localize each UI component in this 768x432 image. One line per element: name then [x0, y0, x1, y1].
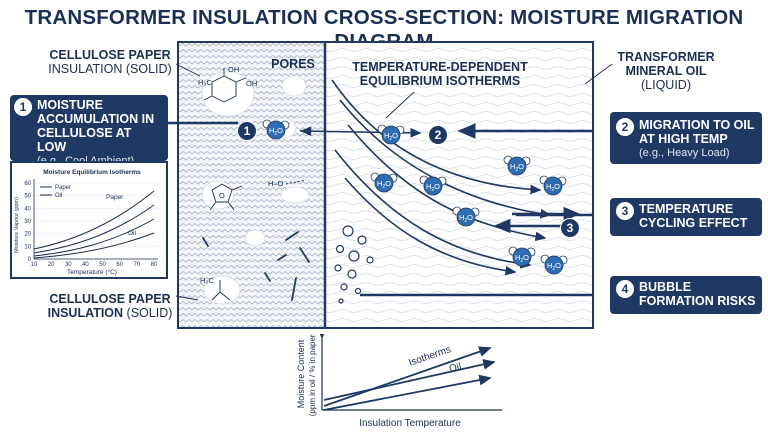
chem-ch3-bottom: H₃C: [200, 276, 214, 285]
svg-text:H2O: H2O: [515, 253, 529, 264]
svg-text:H2O: H2O: [269, 126, 283, 137]
inset-ytick: 10: [24, 244, 31, 250]
inset-legend-oil: Oil: [55, 193, 62, 199]
inset-xlabel: Temperature (°C): [67, 268, 117, 276]
inset-xtick: 70: [134, 262, 141, 268]
marker-1: 1: [237, 121, 257, 141]
callout-3-number: 3: [616, 202, 634, 220]
oil-label: TRANSFORMER MINERAL OIL (LIQUID): [617, 50, 715, 92]
marker-2: 2: [428, 125, 448, 145]
chem-ho: H–O: [268, 179, 284, 188]
inset-ytick: 30: [24, 219, 31, 225]
chem-oh-1: OH: [228, 65, 239, 74]
callout-1: 1 MOISTURE ACCUMULATION IN CELLULOSE AT …: [10, 95, 168, 167]
inset-ylabel: Moisture Vapour (ppm): [14, 197, 20, 253]
chem-ch3-top: H₃C: [198, 78, 212, 87]
bottom-ylabel-1: Moisture Content: [296, 339, 306, 408]
inset-xtick: 20: [48, 262, 55, 268]
water-molecule: H2O: [452, 206, 480, 227]
water-molecule: H2O: [539, 175, 567, 196]
marker-3: 3: [560, 218, 580, 238]
bottom-ylabel-2: (ppm in oil / % in paper): [308, 334, 317, 416]
inset-ytick: 0: [28, 257, 32, 263]
bubbles: [334, 225, 374, 304]
svg-text:H2O: H2O: [384, 131, 398, 142]
bottom-concept-chart: Isotherms Oil Moisture Content (ppm in o…: [296, 334, 502, 429]
inset-xtick: 60: [116, 262, 123, 268]
inset-ytick: 50: [24, 194, 31, 200]
water-molecule: H2O: [262, 119, 290, 140]
inset-curve-oil: Oil: [128, 230, 137, 237]
isotherms-label: TEMPERATURE-DEPENDENT EQUILIBRIUM ISOTHE…: [352, 60, 528, 88]
svg-text:H2O: H2O: [426, 182, 440, 193]
inset-title: Moisture Equilibrium Isotherms: [43, 169, 141, 176]
water-molecule: H2O: [419, 175, 447, 196]
bottom-line-oil: Oil: [448, 361, 463, 375]
pores-label: PORES: [271, 57, 315, 71]
svg-text:H2O: H2O: [377, 179, 391, 190]
fibre-cracks: [202, 231, 310, 301]
bottom-xlabel: Insulation Temperature: [359, 418, 461, 429]
svg-text:H2O: H2O: [459, 213, 473, 224]
inset-xtick: 50: [99, 262, 106, 268]
inset-ytick: 40: [24, 206, 31, 212]
water-molecule: H2O: [508, 246, 536, 267]
cellulose-top-label: CELLULOSE PAPER INSULATION (SOLID): [48, 48, 172, 76]
svg-text:H2O: H2O: [510, 162, 524, 173]
inset-xtick: 40: [82, 262, 89, 268]
inset-xtick: 10: [31, 262, 38, 268]
callout-4: 4 BUBBLE FORMATION RISKS: [610, 276, 762, 314]
callout-2-number: 2: [616, 118, 634, 136]
inset-isotherm-chart: Moisture Equilibrium Isotherms Temperatu…: [10, 161, 168, 279]
chem-o-ring: O: [219, 191, 225, 200]
callout-4-number: 4: [616, 280, 634, 298]
svg-text:H2O: H2O: [546, 182, 560, 193]
svg-text:H2O: H2O: [547, 261, 561, 272]
water-molecule: H2O: [540, 254, 568, 275]
inset-ytick: 60: [24, 181, 31, 187]
callout-2: 2 MIGRATION TO OIL AT HIGH TEMP (e.g., H…: [610, 112, 762, 164]
callout-3: 3 TEMPERATURE CYCLING EFFECT: [610, 198, 762, 236]
water-molecule: H2O: [370, 172, 398, 193]
bottom-line-isotherms: Isotherms: [407, 344, 452, 369]
water-molecule: H2O: [503, 155, 531, 176]
chem-structure: [203, 68, 307, 301]
leader-lines: [175, 63, 613, 301]
pores: [201, 71, 310, 305]
callout-1-number: 1: [14, 98, 32, 116]
inset-curve-paper: Paper: [106, 194, 124, 201]
inset-xtick: 80: [151, 262, 158, 268]
cellulose-bottom-label: CELLULOSE PAPER INSULATION (SOLID): [47, 292, 173, 320]
inset-xtick: 30: [65, 262, 72, 268]
chem-oh-2: OH: [246, 79, 257, 88]
inset-ytick: 20: [24, 232, 31, 238]
water-molecule: H2O: [377, 124, 405, 145]
inset-legend-paper: Paper: [55, 185, 71, 191]
